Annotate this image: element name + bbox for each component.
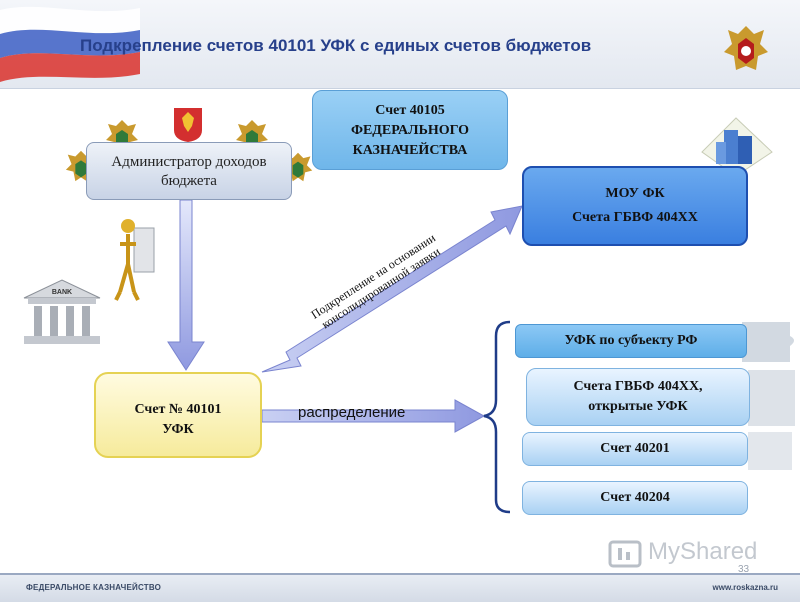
edge-label-distribution: распределение — [298, 404, 406, 421]
node-line-2: УФК — [162, 422, 194, 437]
node-account-40204: Счет 40204 — [522, 481, 748, 515]
node-label: Счет 40201 — [600, 441, 670, 456]
node-line-2: ФЕДЕРАЛЬНОГО — [350, 123, 470, 138]
node-account-40105: Счет 40105 ФЕДЕРАЛЬНОГО КАЗНАЧЕЙСТВА — [312, 90, 508, 170]
footer-org-name: ФЕДЕРАЛЬНОЕ КАЗНАЧЕЙСТВО — [26, 583, 162, 592]
node-label: УФК по субъекту РФ — [564, 333, 698, 348]
node-line-1: Счет 40105 — [375, 103, 445, 118]
russian-coat-of-arms-icon — [174, 108, 202, 142]
node-gvbf-accounts: Счета ГВБФ 404ХХ, открытые УФК — [526, 368, 750, 426]
node-label: Счет 40204 — [600, 490, 670, 505]
bank-icon: BANK — [23, 279, 101, 344]
node-mou-fk: МОУ ФК Счета ГБВФ 404ХХ — [522, 166, 748, 246]
building-icon — [701, 117, 773, 177]
node-line-1: Счета ГВБФ 404ХХ, — [573, 379, 703, 394]
russian-flag-decoration — [0, 6, 140, 82]
node-line-3: КАЗНАЧЕЙСТВА — [352, 143, 468, 158]
watermark-logo-icon — [608, 540, 642, 568]
node-line-1: Счет № 40101 — [134, 402, 222, 417]
node-line-2: открытые УФК — [588, 399, 688, 414]
node-label: Администратор доходов бюджета — [111, 154, 267, 189]
puzzle-decoration — [742, 322, 794, 362]
node-line-2: Счета ГБВФ 404ХХ — [572, 210, 698, 225]
page-number: 33 — [738, 564, 750, 575]
node-account-40101: Счет № 40101 УФК — [94, 372, 262, 458]
group-brace — [483, 320, 511, 514]
arrow-admin-to-40101 — [167, 199, 205, 371]
header-bar: Подкрепление счетов 40101 УФК с единых с… — [0, 0, 800, 89]
watermark-text: MyShared — [648, 538, 758, 565]
footer-bar: ФЕДЕРАЛЬНОЕ КАЗНАЧЕЙСТВО www.roskazna.ru — [0, 573, 800, 602]
treasury-emblem-icon — [724, 26, 768, 70]
page-title: Подкрепление счетов 40101 УФК с единых с… — [80, 36, 592, 55]
footer-website: www.roskazna.ru — [712, 583, 779, 592]
node-revenue-administrator: Администратор доходов бюджета — [86, 142, 292, 200]
node-account-40201: Счет 40201 — [522, 432, 748, 466]
node-line-1: МОУ ФК — [605, 186, 665, 201]
arrow-distribution — [261, 399, 486, 433]
node-ufk-subject: УФК по субъекту РФ — [515, 324, 747, 358]
bank-label: BANK — [52, 289, 72, 296]
key-figure-icon — [114, 219, 155, 301]
